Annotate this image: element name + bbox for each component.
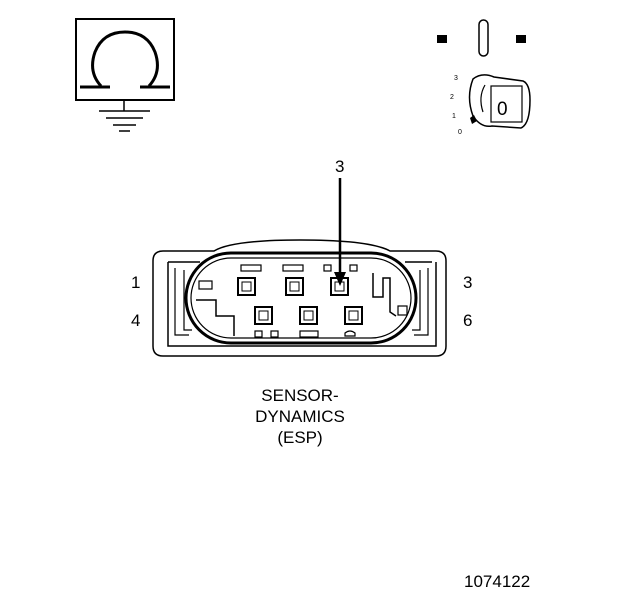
connector-housing (152, 239, 447, 357)
pin-label-1: 1 (131, 273, 141, 292)
pin-cavity-5 (299, 306, 318, 325)
pin-label-6: 6 (463, 311, 473, 330)
pin-cavity-2 (285, 277, 304, 296)
pin-cavities (237, 277, 363, 325)
probe-arrow (334, 178, 346, 286)
key-position-0: 0 (458, 129, 462, 136)
figure-number: 1074122 (464, 572, 531, 591)
ohmmeter-icon (75, 18, 175, 101)
connector-face (184, 251, 418, 345)
ground-icon (99, 100, 150, 132)
callout-pin-label: 3 (335, 157, 344, 176)
pin-label-3: 3 (463, 273, 473, 292)
key-position-3: 3 (454, 75, 458, 82)
pin-cavity-6 (344, 306, 363, 325)
caption-line-3: (ESP) (277, 428, 323, 447)
pin-cavity-4 (254, 306, 273, 325)
pin-label-4: 4 (131, 311, 141, 330)
key-position-label: 0 (497, 99, 508, 120)
pin-cavity-1 (237, 277, 256, 296)
component-caption: SENSOR- DYNAMICS (ESP) (230, 385, 370, 448)
caption-line-1: SENSOR- (261, 386, 339, 405)
caption-line-2: DYNAMICS (255, 407, 345, 426)
ignition-key-icon (468, 74, 531, 129)
battery-disconnect-icon (437, 19, 526, 57)
key-position-2: 2 (450, 94, 454, 101)
key-position-1: 1 (452, 113, 456, 120)
